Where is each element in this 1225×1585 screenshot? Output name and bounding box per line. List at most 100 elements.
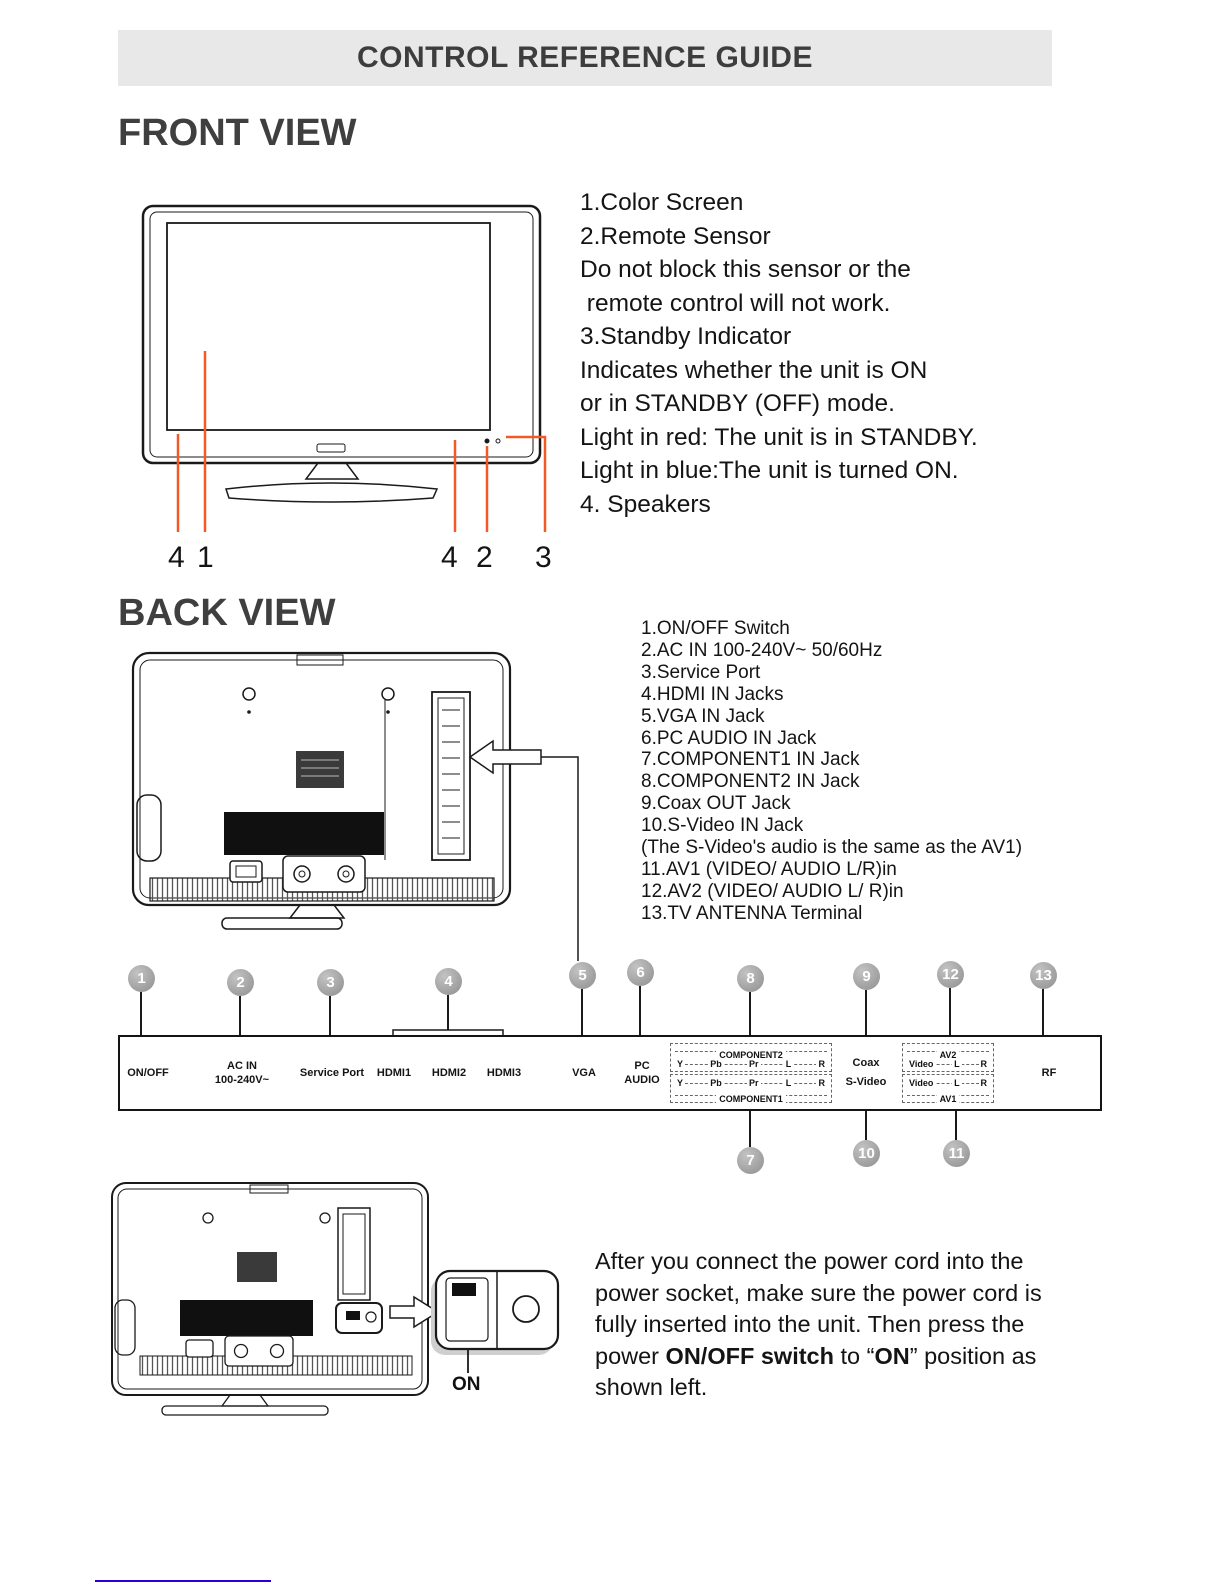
label-vga: VGA (572, 1067, 596, 1079)
label-l: L (783, 1077, 794, 1088)
back-tv-drawing (131, 651, 512, 930)
label-r: R (816, 1058, 827, 1069)
label-y: Y (675, 1077, 686, 1088)
power-switch-detail (431, 1269, 560, 1373)
note-line: or in STANDBY (OFF) mode. (580, 390, 895, 417)
para-line: fully inserted into the unit. Then press… (595, 1311, 1025, 1337)
note-line: Do not block this sensor or the (580, 256, 911, 283)
label-onoff: ON/OFF (127, 1067, 169, 1079)
label-pb: Pb (708, 1077, 724, 1088)
label-hdmi2: HDMI2 (431, 1067, 467, 1079)
note-line: 4.HDMI IN Jacks (641, 683, 784, 705)
note-line: 13.TV ANTENNA Terminal (641, 902, 863, 924)
page-banner: CONTROL REFERENCE GUIDE (118, 30, 1052, 86)
callout-circle-13: 13 (1030, 962, 1057, 989)
label-av2: AV2 (936, 1050, 960, 1060)
label-coax-svideo: Coax S-Video (846, 1054, 887, 1092)
label-pr: Pr (747, 1058, 761, 1069)
label-svideo: S-Video (845, 1076, 887, 1088)
back-view-heading: BACK VIEW (118, 592, 336, 634)
callout-circle-4: 4 (435, 968, 462, 995)
label-coax: Coax (852, 1057, 880, 1069)
back-arrow-icon (468, 739, 542, 775)
note-line: 2.Remote Sensor (580, 222, 771, 250)
callout-circle-11: 11 (943, 1140, 970, 1167)
note-line: 9.Coax OUT Jack (641, 793, 791, 815)
component2-cols: Y Pb Pr L R (675, 1057, 827, 1070)
front-callout-4-left: 4 (168, 541, 185, 574)
label-ac-in-line1: AC IN (227, 1060, 257, 1072)
callout-circle-1: 1 (128, 965, 155, 992)
front-view-notes: 1.Color Screen 2.Remote Sensor Do not bl… (580, 186, 978, 521)
av2-cols: Video L R (907, 1057, 989, 1070)
note-line: 10.S-Video IN Jack (641, 815, 804, 837)
label-r: R (978, 1058, 989, 1069)
note-line: 3.Standby Indicator (580, 323, 792, 350)
note-line: 8.COMPONENT2 IN Jack (641, 771, 860, 793)
label-y: Y (675, 1058, 686, 1069)
callout-circle-2: 2 (227, 969, 254, 996)
front-callout-4-right: 4 (441, 541, 458, 574)
component1-cols: Y Pb Pr L R (675, 1076, 827, 1089)
front-callout-3: 3 (535, 541, 552, 574)
label-l: L (952, 1058, 962, 1069)
panel-callout-stems (140, 986, 1044, 1147)
front-callout-1: 1 (197, 541, 214, 574)
note-line: Light in red: The unit is in STANDBY. (580, 423, 978, 451)
label-video: Video (907, 1058, 936, 1069)
note-line: 1.Color Screen (580, 189, 744, 216)
note-line: 6.PC AUDIO IN Jack (641, 727, 817, 749)
note-line: remote control will not work. (580, 289, 891, 317)
label-ac-in-line2: 100-240V~ (214, 1074, 270, 1086)
callout-circle-5: 5 (569, 962, 596, 989)
label-ac-in: AC IN 100-240V~ (215, 1059, 269, 1087)
av1-box: Video L R AV1 (902, 1074, 994, 1104)
callout-circle-12: 12 (937, 961, 964, 988)
label-l: L (952, 1077, 962, 1088)
on-position-label: ON (452, 1374, 481, 1395)
note-line: 7.COMPONENT1 IN Jack (641, 749, 860, 771)
av-jacks-group: AV2 Video L R Video L R AV1 (902, 1041, 994, 1105)
note-line: Indicates whether the unit is ON (580, 356, 928, 384)
label-video: Video (907, 1077, 936, 1088)
label-pb: Pb (708, 1058, 724, 1069)
para-text: to “ (833, 1342, 875, 1369)
note-line: 4. Speakers (580, 490, 711, 518)
label-pr: Pr (747, 1077, 761, 1088)
label-av1: AV1 (936, 1094, 960, 1104)
note-line: 12.AV2 (VIDEO/ AUDIO L/ R)in (641, 880, 904, 902)
label-r: R (978, 1077, 989, 1088)
label-hdmi3: HDMI3 (486, 1067, 522, 1079)
label-hdmi1: HDMI1 (376, 1067, 412, 1079)
callout-circle-8: 8 (737, 965, 764, 992)
component1-box: Y Pb Pr L R COMPONENT1 (670, 1074, 832, 1104)
para-bold-on: ON (874, 1342, 910, 1369)
para-text: power (595, 1342, 666, 1369)
front-view-heading: FRONT VIEW (118, 112, 357, 154)
note-line: 5.VGA IN Jack (641, 705, 765, 727)
front-callout-2: 2 (476, 541, 493, 574)
para-line-mixed: power ON/OFF switch to “ON” position as (595, 1341, 1042, 1373)
back-view-notes: 1.ON/OFF Switch 2.AC IN 100-240V~ 50/60H… (641, 618, 1022, 925)
component-jacks-group: COMPONENT2 Y Pb Pr L R Y Pb Pr L R COMPO… (670, 1041, 832, 1105)
callout-circle-6: 6 (627, 959, 654, 986)
vga-callout-line (541, 756, 579, 961)
footer-link-rule[interactable] (95, 1580, 271, 1582)
zoom-arrow-icon (389, 1295, 440, 1329)
av1-cols: Video L R (907, 1076, 989, 1089)
note-line: 2.AC IN 100-240V~ 50/60Hz (641, 639, 883, 661)
para-text: ” position as (909, 1342, 1037, 1369)
callout-circle-10: 10 (853, 1140, 880, 1167)
label-l: L (783, 1058, 794, 1069)
label-service-port: Service Port (299, 1067, 365, 1079)
para-line: After you connect the power cord into th… (595, 1248, 1024, 1274)
label-component2: COMPONENT2 (716, 1050, 786, 1060)
label-component1: COMPONENT1 (716, 1094, 786, 1104)
front-callout-lines (176, 351, 547, 532)
rear-connector-panel: ON/OFF AC IN 100-240V~ Service Port HDMI… (118, 1035, 1102, 1111)
label-pc-audio-line2: AUDIO (624, 1074, 660, 1086)
note-line: 3.Service Port (641, 661, 761, 683)
label-pc-audio: PC AUDIO (624, 1059, 659, 1087)
